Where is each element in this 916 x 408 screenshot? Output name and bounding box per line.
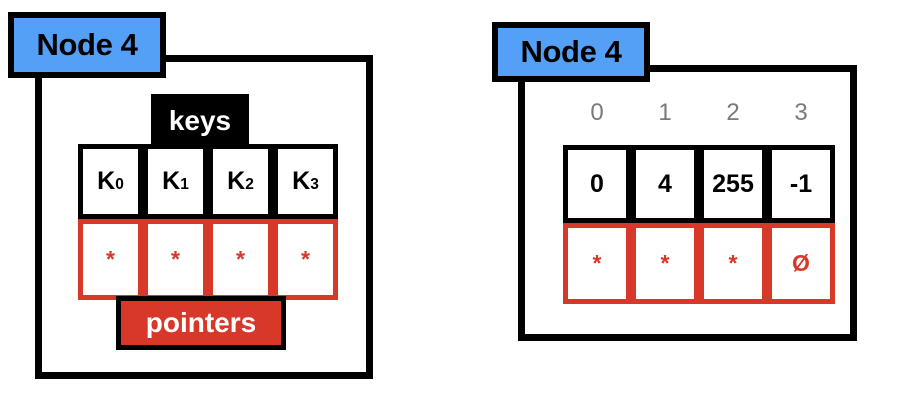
pointer-cell[interactable]: *	[631, 223, 699, 304]
pointers-row-schematic: * * * *	[78, 219, 338, 300]
pointer-cell[interactable]: *	[563, 223, 631, 304]
key-cell-label: K	[162, 167, 181, 195]
pointer-cell[interactable]: *	[699, 223, 767, 304]
node-badge-concrete[interactable]: Node 4	[492, 22, 650, 82]
node-badge-schematic[interactable]: Node 4	[8, 12, 166, 78]
key-cell-subscript: 2	[245, 175, 254, 193]
pointer-cell[interactable]: *	[273, 219, 338, 300]
pointer-cell[interactable]: *	[143, 219, 208, 300]
pointer-cell[interactable]: *	[208, 219, 273, 300]
index-label: 1	[658, 99, 672, 126]
pointer-cell[interactable]: *	[78, 219, 143, 300]
key-cell[interactable]: 255	[699, 145, 767, 223]
key-cell-label: K	[292, 167, 311, 195]
keys-section-tag-schematic: keys	[151, 94, 249, 148]
index-row-concrete: 0 1 2 3	[563, 97, 835, 129]
keys-row-concrete: 0 4 255 -1	[563, 145, 835, 223]
key-cell[interactable]: -1	[767, 145, 835, 223]
key-cell-subscript: 1	[180, 175, 189, 193]
index-label: 3	[794, 99, 808, 126]
node-diagram-concrete: Node 4 0 1 2 3 0 4 255 -1 * * * Ø	[458, 0, 916, 408]
key-cell-label: K	[97, 167, 116, 195]
pointers-section-tag-schematic: pointers	[116, 296, 286, 350]
index-label: 0	[590, 99, 604, 126]
key-cell[interactable]: 4	[631, 145, 699, 223]
key-cell-subscript: 0	[115, 175, 124, 193]
key-cell-label: K	[227, 167, 246, 195]
key-cell[interactable]: 0	[563, 145, 631, 223]
pointers-row-concrete: * * * Ø	[563, 223, 835, 304]
index-label: 2	[726, 99, 740, 126]
pointer-cell-null[interactable]: Ø	[767, 223, 835, 304]
key-cell-subscript: 3	[310, 175, 319, 193]
